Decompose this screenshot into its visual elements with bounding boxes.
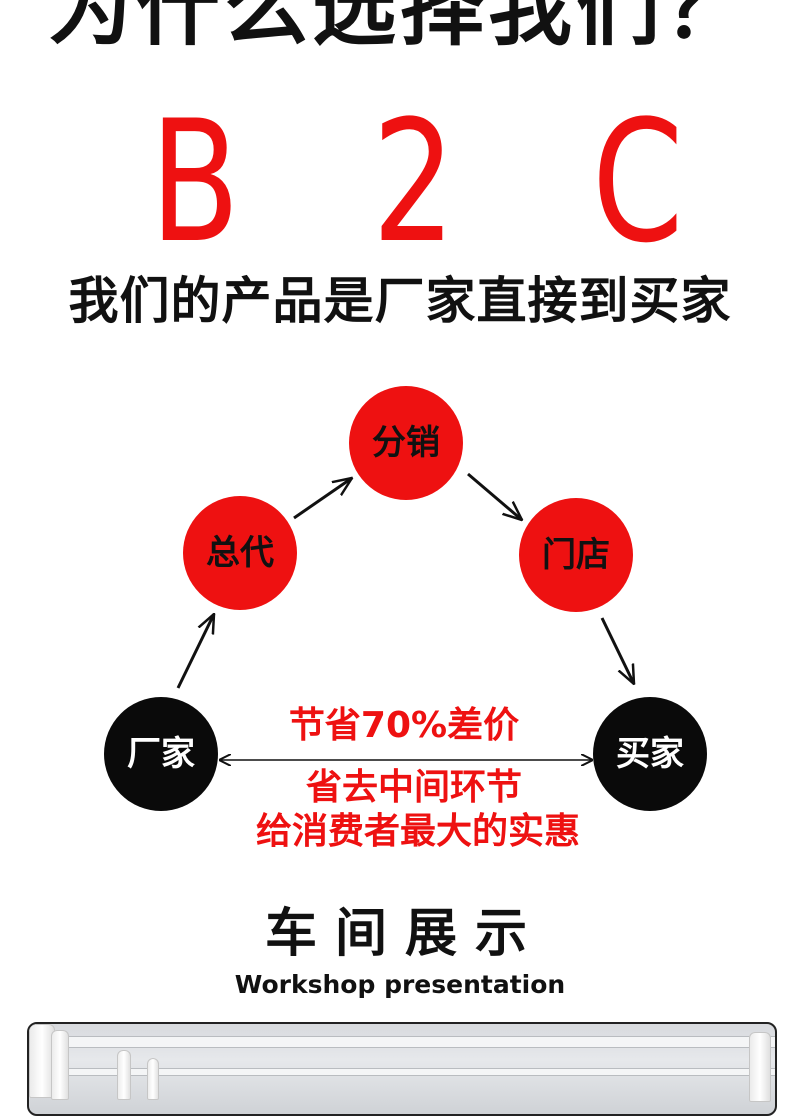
- node-changjia-circle: [104, 697, 218, 811]
- benefit-line-1: 省去中间环节: [305, 767, 522, 808]
- arrow-zongdai-to-fenxiao: [293, 478, 352, 520]
- node-fenxiao-circle: [349, 386, 463, 500]
- node-fenxiao-label: 分销: [372, 423, 440, 463]
- section-title: 车间展示: [264, 904, 545, 964]
- arrow-changjia-to-zongdai: [176, 614, 214, 689]
- b2c-letter-b: B: [150, 84, 240, 280]
- workshop-photo: [27, 1022, 777, 1116]
- saving-text: 节省70%差价: [288, 705, 520, 746]
- distribution-diagram: 分销 总代 门店 厂家 买家: [104, 386, 707, 811]
- yarn-spool: [147, 1058, 159, 1100]
- node-mendian-circle: [519, 498, 633, 612]
- ceiling-beam: [29, 1068, 775, 1076]
- arrow-mendian-to-maijia: [600, 617, 634, 684]
- yarn-spool: [749, 1032, 771, 1102]
- page-headline: 为什么选择我们？: [47, 0, 752, 57]
- node-fenxiao: 分销: [349, 386, 463, 500]
- node-zongdai-circle: [183, 496, 297, 610]
- yarn-spool: [29, 1024, 55, 1098]
- node-changjia-label: 厂家: [127, 734, 195, 774]
- b2c-letter-2: 2: [372, 84, 456, 280]
- node-changjia: 厂家: [104, 697, 218, 811]
- node-mendian: 门店: [519, 498, 633, 612]
- node-maijia-label: 买家: [616, 734, 684, 774]
- node-zongdai-label: 总代: [206, 533, 274, 573]
- benefit-line-2: 给消费者最大的实惠: [255, 811, 580, 852]
- b2c-letter-c: C: [592, 84, 684, 280]
- yarn-spool: [51, 1030, 69, 1100]
- section-subtitle: Workshop presentation: [234, 970, 566, 999]
- node-maijia-circle: [593, 697, 707, 811]
- node-zongdai: 总代: [183, 496, 297, 610]
- node-mendian-label: 门店: [542, 535, 610, 575]
- arrow-fenxiao-to-mendian: [467, 472, 522, 520]
- tagline: 我们的产品是厂家直接到买家: [68, 272, 732, 330]
- ceiling-beam: [29, 1036, 775, 1048]
- yarn-spool: [117, 1050, 131, 1100]
- node-maijia: 买家: [593, 697, 707, 811]
